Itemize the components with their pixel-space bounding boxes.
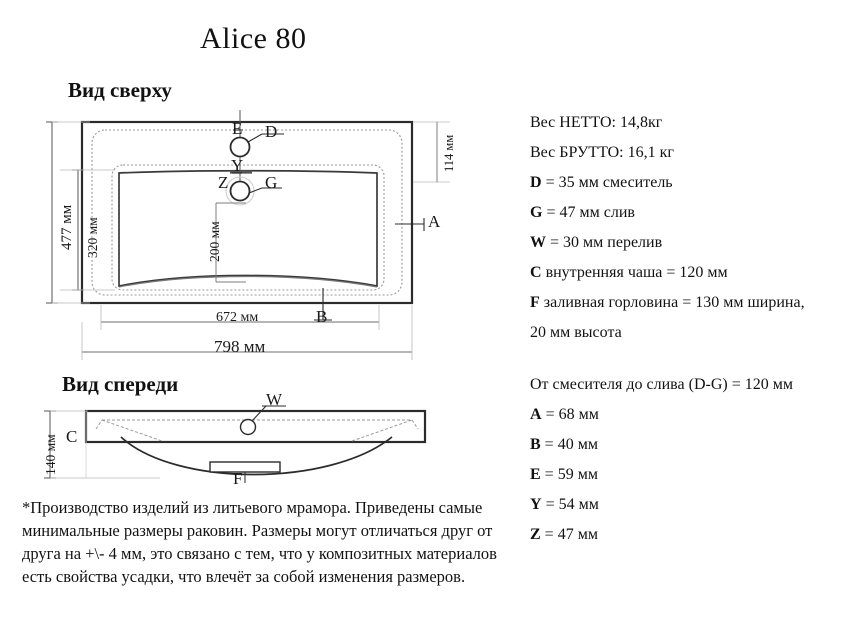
spec-line: Вес БРУТТО: 16,1 кг [530,138,860,168]
callout-z: Z [218,173,229,192]
spec-value: заливная горловина = 130 мм ширина, [539,294,805,311]
spec-value: = 35 мм смеситель [541,174,673,191]
basin-outline [118,169,378,288]
spec-line: G = 47 мм слив [530,198,860,228]
spec-key: A [530,406,542,423]
spec-line: C внутренняя чаша = 120 мм [530,258,860,288]
callout-c: C [66,427,78,446]
spec-line: Y = 54 мм [530,490,860,520]
spec-value: внутренняя чаша = 120 мм [541,264,728,281]
spec-value: = 59 мм [540,466,598,483]
overflow-hole-circle [239,418,257,436]
spec-line: От смесителя до слива (D-G) = 120 мм [530,370,860,400]
pour-neck-rect [209,461,281,473]
countertop-inner-dashed-outline [91,129,403,296]
spec-group-letter-dimensions: От смесителя до слива (D-G) = 120 мм A =… [530,370,860,550]
dim-label-798: 798 мм [214,337,266,356]
spec-line: Z = 47 мм [530,520,860,550]
spec-line: Вес НЕТТО: 14,8кг [530,108,860,138]
front-bowl-curve [120,436,393,476]
spec-key: D [530,174,542,191]
spec-line: F заливная горловина = 130 мм ширина, [530,288,860,318]
drain-hole-leader [248,187,263,194]
front-bowl-right-slope-dashed [351,419,413,442]
spec-value: 20 мм высота [530,324,622,341]
dim-label-140: 140 мм [43,434,58,475]
spec-key: Z [530,526,541,543]
spec-value: = 47 мм слив [542,204,635,221]
spec-key: Y [530,496,542,513]
callout-y: Y [231,156,244,175]
spec-key: F [530,294,540,311]
overflow-hole-leader [251,405,267,422]
faucet-hole-leader [247,133,263,143]
spec-line: 20 мм высота [530,318,860,348]
spec-key: G [530,204,543,221]
drain-hole-circle [229,180,251,202]
spec-value: = 47 мм [540,526,598,543]
specification-panel: Вес НЕТТО: 14,8кг Вес БРУТТО: 16,1 кг D … [530,108,860,550]
spec-line: D = 35 мм смеситель [530,168,860,198]
front-bowl-left-slope-dashed [101,419,163,442]
callout-b: B [316,307,328,326]
spec-line: B = 40 мм [530,430,860,460]
callout-f: F [233,469,243,488]
spec-key: C [530,264,542,281]
bowl-rim-dashed-outline [111,164,385,291]
spec-group-divider [530,348,860,370]
spec-line: W = 30 мм перелив [530,228,860,258]
front-bowl-right-dashed [411,419,419,430]
page-title: Alice 80 [200,22,307,55]
spec-value: Вес НЕТТО: 14,8кг [530,114,663,131]
countertop-outline [80,120,414,305]
callout-w: W [266,390,283,409]
spec-value: От смесителя до слива (D-G) = 120 мм [530,376,793,393]
spec-value: = 54 мм [541,496,599,513]
front-view-heading: Вид спереди [62,372,179,396]
basin-bottom-lip [118,275,378,288]
spec-value: Вес БРУТТО: 16,1 кг [530,144,674,161]
spec-key: W [530,234,546,251]
spec-line: E = 59 мм [530,460,860,490]
front-bowl-left-dashed [95,419,103,430]
spec-key: B [530,436,541,453]
callout-d: D [265,122,278,141]
spec-line: A = 68 мм [530,400,860,430]
dim-label-672: 672 мм [216,310,259,325]
faucet-hole-circle [229,136,251,158]
spec-group-weights-and-parts: Вес НЕТТО: 14,8кг Вес БРУТТО: 16,1 кг D … [530,108,860,348]
footnote-text: *Производство изделий из литьевого мрамо… [22,498,497,586]
spec-key: E [530,466,541,483]
callout-e: E [232,119,243,138]
top-view-heading: Вид сверху [68,78,172,102]
spec-value: = 30 мм перелив [546,234,663,251]
spec-value: = 68 мм [541,406,599,423]
callout-g: G [265,173,278,192]
spec-value: = 40 мм [540,436,598,453]
callout-a: A [428,212,441,231]
